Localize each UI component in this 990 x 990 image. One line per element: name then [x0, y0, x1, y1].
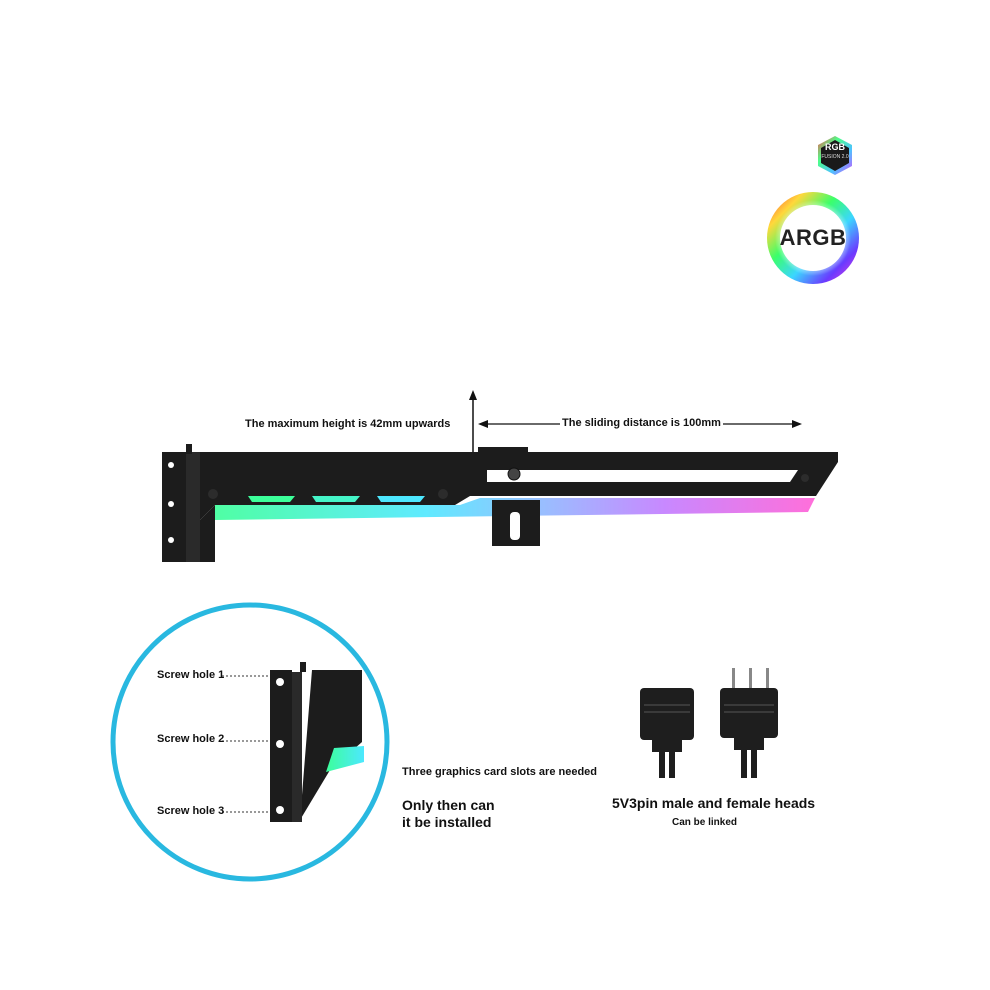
sliding-distance-label: The sliding distance is 100mm [560, 417, 723, 429]
rgb-fusion-badge-icon [818, 136, 852, 175]
female-connector-icon [640, 688, 694, 778]
max-height-label: The maximum height is 42mm upwards [245, 418, 451, 430]
screw-hole-3-label: Screw hole 3 [157, 805, 225, 817]
gpu-bracket-illustration [162, 444, 838, 562]
argb-label: ARGB [779, 225, 847, 250]
rgb-badge-fusion: FUSION [821, 154, 841, 160]
screw-hole-1-label: Screw hole 1 [157, 669, 225, 681]
rgb-badge-label: RGB [825, 142, 845, 152]
connector-title: 5V3pin male and female heads [612, 795, 816, 811]
slots-needed-label: Three graphics card slots are needed [402, 766, 598, 778]
male-connector-icon [720, 668, 778, 778]
screw-hole-2-label: Screw hole 2 [157, 733, 225, 745]
connector-subtitle: Can be linked [672, 817, 738, 828]
only-then-line-1: Only then can [402, 797, 495, 813]
rgb-badge-sub: FUSION 2.0 [818, 154, 852, 160]
up-arrow-icon [469, 390, 477, 455]
argb-ring-icon [767, 192, 859, 284]
screw-hole-detail-circle [110, 602, 390, 882]
only-then-line-2: it be installed [402, 814, 492, 830]
rgb-badge-version: 2.0 [841, 154, 849, 160]
